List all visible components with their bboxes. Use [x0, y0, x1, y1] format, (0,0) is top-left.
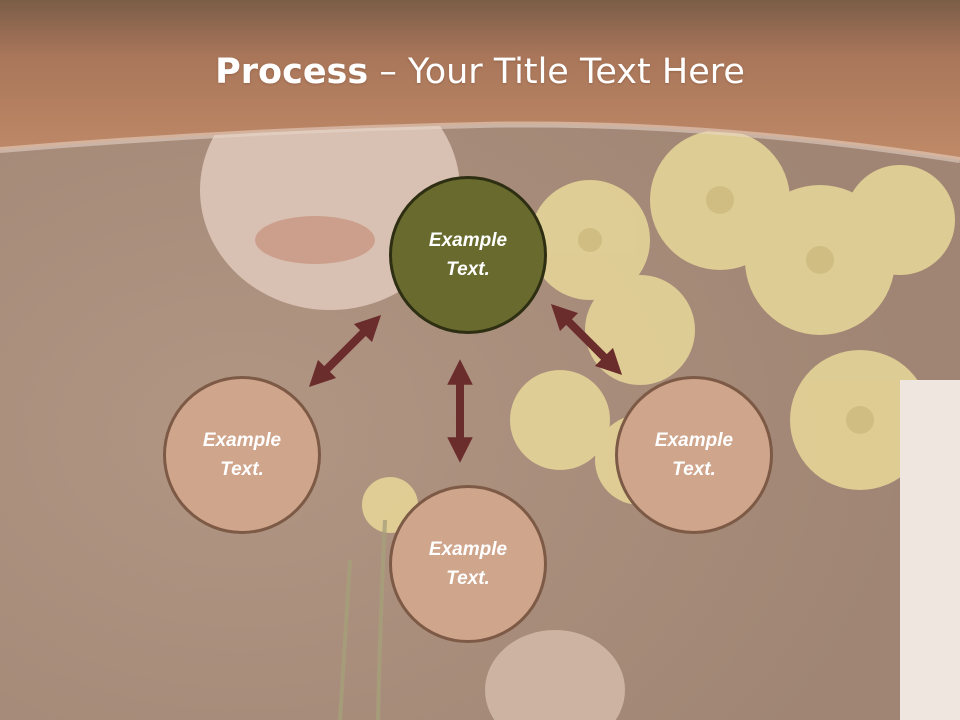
left-node: Example Text. — [163, 376, 321, 534]
bottom-node-line2: Text. — [446, 568, 490, 589]
right-node: Example Text. — [615, 376, 773, 534]
right-node-line2: Text. — [672, 459, 716, 480]
slide-title: Process – Your Title Text Here — [0, 52, 960, 92]
center-node: Example Text. — [389, 176, 547, 334]
bottom-node: Example Text. — [389, 485, 547, 643]
title-separator: – — [368, 52, 408, 92]
center-node-line2: Text. — [446, 259, 490, 280]
arrow-center-right — [550, 303, 623, 376]
title-rest: Your Title Text Here — [407, 52, 745, 92]
center-node-line1: Example — [428, 230, 508, 251]
bottom-node-line1: Example — [428, 539, 508, 560]
left-node-line2: Text. — [220, 459, 264, 480]
arrow-center-left — [308, 314, 382, 388]
title-bold: Process — [215, 52, 369, 92]
right-node-line1: Example — [654, 430, 734, 451]
left-node-line1: Example — [202, 430, 282, 451]
